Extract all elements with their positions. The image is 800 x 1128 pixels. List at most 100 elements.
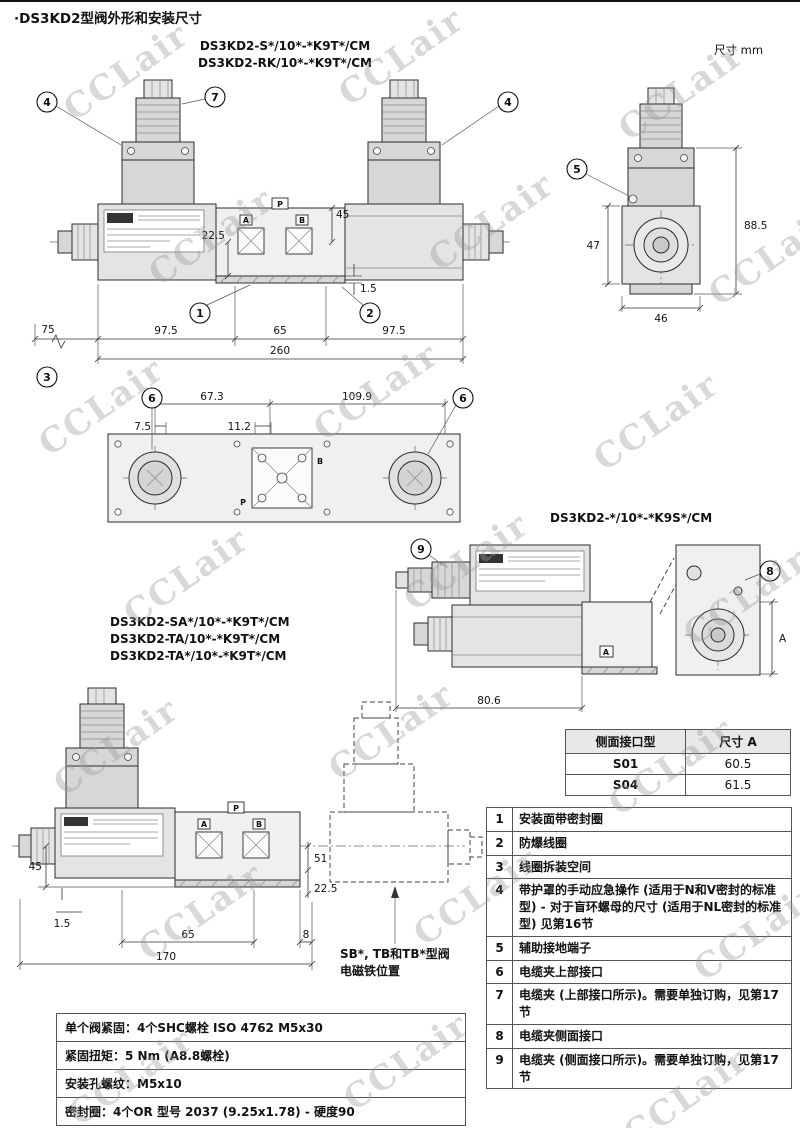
callout-4-right: 4	[441, 91, 519, 146]
ground-terminal-screw	[628, 194, 638, 204]
dim-45: 45	[336, 209, 349, 221]
svg-text:7: 7	[211, 91, 219, 104]
side-port-dimensions: A 80.6	[392, 590, 787, 712]
dim-46: 46	[654, 313, 668, 325]
dim-22-5-b: 22.5	[314, 883, 337, 895]
model-label: DS3KD2-TA/10*-*K9T*/CM	[110, 632, 281, 646]
port-type-cell: S01	[565, 753, 686, 775]
callout-2: 2	[341, 286, 381, 324]
port-label-b: B	[317, 457, 323, 466]
column-header-dim-a: 尺寸 A	[685, 729, 791, 754]
callout-7: 7	[181, 86, 226, 108]
dim-22-5: 22.5	[202, 230, 225, 242]
side-view-dimensions: 88.5 47 46	[587, 144, 767, 325]
svg-text:4: 4	[43, 96, 51, 109]
dim-80-6: 80.6	[477, 695, 501, 707]
model-label: DS3KD2-RK/10*-*K9T*/CM	[198, 56, 372, 70]
port-label-p: P	[277, 200, 283, 209]
fastening-specs-table: 单个阀紧固：4个SHC螺栓 ISO 4762 M5x30 紧固扭矩：5 Nm (…	[56, 1013, 466, 1126]
dim-A: A	[779, 633, 787, 645]
dim-97-5-left: 97.5	[154, 325, 177, 337]
model-label: DS3KD2-S*/10*-*K9T*/CM	[199, 39, 371, 53]
callout-9: 9	[410, 538, 444, 566]
dim-11-2: 11.2	[228, 421, 251, 433]
svg-text:6: 6	[148, 392, 156, 405]
dim-109-9: 109.9	[342, 391, 372, 403]
port-type-cell: S04	[565, 774, 686, 796]
port-label-p: P	[233, 804, 239, 813]
port-label-a: A	[603, 648, 610, 657]
manual-override-right	[462, 223, 504, 261]
svg-text:8: 8	[766, 565, 774, 578]
column-header-port-type: 侧面接口型	[565, 729, 686, 754]
svg-text:5: 5	[573, 163, 581, 176]
dim-45-b: 45	[29, 861, 42, 873]
dim-a-cell: 60.5	[685, 753, 791, 775]
dim-a-cell: 61.5	[685, 774, 791, 796]
dim-97-5-right: 97.5	[382, 325, 405, 337]
manual-override-bottom	[18, 827, 56, 865]
svg-text:2: 2	[366, 307, 374, 320]
manual-override	[413, 616, 453, 652]
model-label: DS3KD2-SA*/10*-*K9T*/CM	[110, 615, 290, 629]
valve-body-bottom: P A B	[174, 801, 301, 888]
side-port-model-label: DS3KD2-*/10*-*K9S*/CM	[550, 511, 713, 525]
port-label-p: P	[240, 498, 246, 507]
table-row: S04 61.5	[565, 774, 791, 796]
dashed-solenoid-option	[329, 701, 483, 883]
port-label-a: A	[243, 216, 250, 225]
port-label-a: A	[201, 820, 208, 829]
dim-65: 65	[273, 325, 286, 337]
connector-right	[367, 79, 441, 205]
table-header-row: 侧面接口型 尺寸 A	[565, 729, 791, 754]
connector-left	[121, 79, 195, 205]
side-entry-gland	[395, 561, 471, 599]
port-pattern: B P	[240, 447, 323, 509]
spec-row: 安装孔螺纹：M5x10	[56, 1069, 466, 1098]
front-view-drawing: P A B	[31, 79, 519, 388]
manual-override-left	[57, 223, 99, 261]
page-title: ·DS3KD2型阀外形和安装尺寸	[14, 11, 203, 27]
side-port-table: 侧面接口型 尺寸 A S01 60.5 S04 61.5	[565, 729, 791, 796]
svg-text:4: 4	[504, 96, 512, 109]
dim-51: 51	[314, 853, 327, 865]
callout-5: 5	[566, 158, 630, 197]
port-label-b: B	[256, 820, 262, 829]
bottom-view-model-labels: DS3KD2-SA*/10*-*K9T*/CM DS3KD2-TA/10*-*K…	[110, 614, 345, 665]
dim-8: 8	[303, 929, 310, 941]
front-view-model-labels: DS3KD2-S*/10*-*K9T*/CM DS3KD2-RK/10*-*K9…	[165, 38, 405, 72]
callout-1: 1	[189, 284, 251, 324]
dim-88-5: 88.5	[744, 220, 767, 232]
spec-row: 单个阀紧固：4个SHC螺栓 ISO 4762 M5x30	[56, 1013, 466, 1042]
bottom-view-drawing: P A B	[12, 687, 483, 970]
dim-1-5: 1.5	[360, 283, 377, 295]
units-label: 尺寸 mm	[714, 43, 764, 57]
svg-text:6: 6	[459, 392, 467, 405]
valve-body: P A B	[215, 197, 346, 284]
dim-65-b: 65	[181, 929, 194, 941]
side-view-drawing: 5 88.5 47 46	[566, 87, 767, 325]
svg-text:3: 3	[43, 371, 51, 384]
dim-47: 47	[587, 240, 600, 252]
port-label-b: B	[299, 216, 305, 225]
dim-67-3: 67.3	[200, 391, 223, 403]
solenoid-position-note: SB*, TB和TB*型阀 电磁铁位置	[340, 947, 450, 978]
spec-row: 紧固扭矩：5 Nm (A8.8螺栓)	[56, 1041, 466, 1070]
callout-6-right: 6	[427, 387, 474, 455]
svg-text:1: 1	[196, 307, 204, 320]
front-view-dimensions: 22.5 45 1.5	[31, 204, 467, 364]
callout-3: 3	[36, 366, 58, 388]
svg-text:9: 9	[417, 543, 425, 556]
top-view-drawing: B P 67.3 109.9 7.5 11.2	[107, 387, 474, 523]
